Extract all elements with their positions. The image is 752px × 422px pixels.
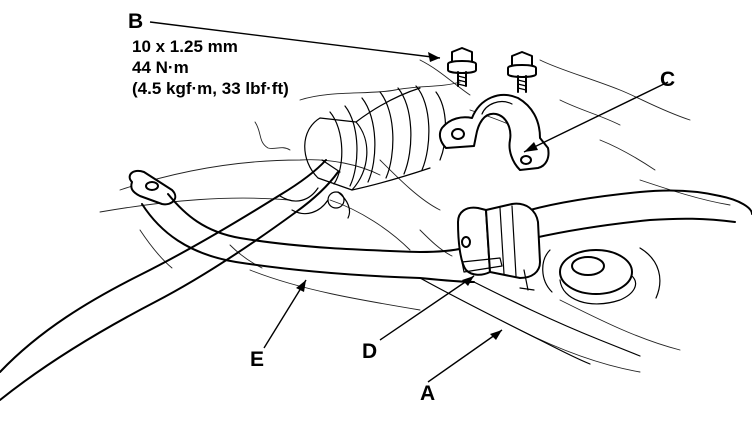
- drive-shaft-boot: [304, 85, 447, 219]
- mount-bracket: [542, 247, 661, 305]
- label-b: B: [128, 10, 143, 33]
- chassis-background: [99, 59, 731, 373]
- leader-c: [523, 81, 669, 153]
- leader-lines: [149, 21, 669, 383]
- bolt-left: [447, 47, 477, 87]
- bushing: [457, 202, 541, 291]
- spec-torque-nm: 44 N·m: [132, 58, 189, 77]
- leader-b: [149, 21, 441, 59]
- leader-a: [427, 329, 503, 383]
- leader-e: [263, 279, 307, 349]
- coolant-hose: [0, 159, 341, 401]
- label-d: D: [362, 340, 377, 363]
- label-e: E: [250, 348, 264, 371]
- spec-thread: 10 x 1.25 mm: [132, 37, 238, 56]
- arrow-heads: [296, 52, 538, 340]
- flange-bolts: [447, 47, 537, 93]
- leader-d: [379, 275, 475, 341]
- label-c: C: [660, 68, 675, 91]
- stabilizer-bar: [128, 170, 752, 365]
- bolt-right: [507, 51, 537, 93]
- bushing-holder: [438, 93, 550, 171]
- label-a: A: [420, 382, 435, 405]
- spec-torque-alt: (4.5 kgf·m, 33 lbf·ft): [132, 79, 289, 98]
